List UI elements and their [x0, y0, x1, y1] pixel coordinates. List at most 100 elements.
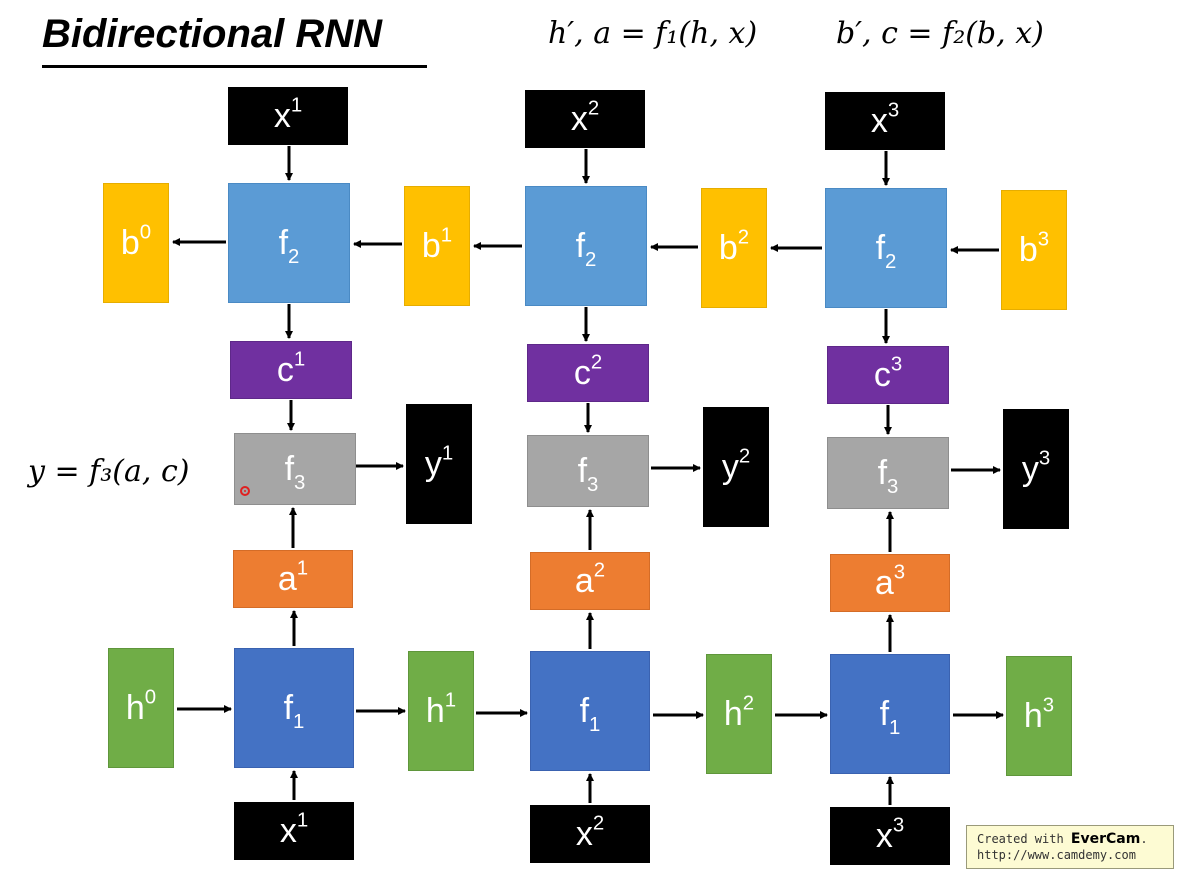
top-input-x3: x3 [825, 92, 945, 150]
f3-node-3: f3 [827, 437, 949, 509]
mouse-cursor-indicator [240, 486, 250, 496]
h-state-3-sup: 3 [1042, 694, 1055, 717]
f2-node-3-base: f [875, 229, 886, 267]
y-output-3-base: y [1021, 450, 1039, 488]
y-output-1-base: y [424, 445, 442, 483]
a-output-2: a2 [530, 552, 650, 610]
h-state-2-sup: 2 [742, 692, 755, 715]
f1-node-2-sub: 1 [589, 714, 601, 737]
a-output-3-sup: 3 [893, 561, 906, 584]
top-input-x2-sup: 2 [587, 97, 600, 120]
bottom-input-x1-sup: 1 [296, 809, 309, 832]
b-state-2: b2 [701, 188, 767, 308]
f2-node-2-sub: 2 [585, 249, 597, 272]
f1-node-3-sub: 1 [889, 717, 901, 740]
top-input-x2: x2 [525, 90, 645, 148]
top-input-x3-sup: 3 [887, 99, 900, 122]
formula-output: y = f₃(a, c) [28, 454, 190, 489]
h-state-3: h3 [1006, 656, 1072, 776]
y-output-2: y2 [703, 407, 769, 527]
f3-node-1-sub: 3 [294, 472, 306, 495]
b-state-3: b3 [1001, 190, 1067, 310]
b-state-2-base: b [718, 229, 738, 267]
c-output-3-base: c [873, 356, 891, 394]
h-state-1-sup: 1 [444, 689, 457, 712]
b-state-1-sup: 1 [440, 224, 453, 247]
top-input-x3-base: x [870, 102, 888, 140]
title-underline [42, 65, 427, 68]
y-output-1-sup: 1 [441, 442, 454, 465]
f3-node-1: f3 [234, 433, 356, 505]
c-output-1: c1 [230, 341, 352, 399]
watermark-prefix: Created with [977, 832, 1071, 846]
y-output-1: y1 [406, 404, 472, 524]
f2-node-2-base: f [575, 227, 586, 265]
y-output-3-sup: 3 [1038, 447, 1051, 470]
watermark-suffix: . [1140, 832, 1148, 846]
b-state-0-base: b [120, 224, 140, 262]
y-output-3: y3 [1003, 409, 1069, 529]
evercam-watermark: Created with EverCam. http://www.camdemy… [966, 825, 1174, 869]
f1-node-1-sub: 1 [293, 711, 305, 734]
bottom-input-x1: x1 [234, 802, 354, 860]
c-output-1-sup: 1 [293, 348, 306, 371]
c-output-2-sup: 2 [590, 351, 603, 374]
bottom-input-x2-base: x [575, 815, 593, 853]
b-state-3-base: b [1018, 231, 1038, 269]
h-state-1-base: h [425, 692, 445, 730]
b-state-0-sup: 0 [139, 221, 152, 244]
f3-node-1-base: f [284, 450, 295, 488]
top-input-x1-sup: 1 [290, 94, 303, 117]
b-state-2-sup: 2 [737, 226, 750, 249]
f2-node-1: f2 [228, 183, 350, 303]
a-output-2-sup: 2 [593, 559, 606, 582]
h-state-0: h0 [108, 648, 174, 768]
f3-node-2: f3 [527, 435, 649, 507]
b-state-3-sup: 3 [1037, 228, 1050, 251]
b-state-0: b0 [103, 183, 169, 303]
bottom-input-x1-base: x [279, 812, 297, 850]
f2-node-3-sub: 2 [885, 251, 897, 274]
c-output-2: c2 [527, 344, 649, 402]
f3-node-3-sub: 3 [887, 476, 899, 499]
a-output-3-base: a [874, 564, 894, 602]
watermark-line1: Created with EverCam. [977, 831, 1173, 847]
bottom-input-x2: x2 [530, 805, 650, 863]
a-output-1-base: a [277, 560, 297, 598]
h-state-3-base: h [1023, 697, 1043, 735]
f1-node-1: f1 [234, 648, 354, 768]
a-output-2-base: a [574, 562, 594, 600]
formula-backward: b′, c = f₂(b, x) [836, 16, 1044, 51]
f2-node-1-sub: 2 [288, 246, 300, 269]
a-output-3: a3 [830, 554, 950, 612]
c-output-3-sup: 3 [890, 353, 903, 376]
f2-node-3: f2 [825, 188, 947, 308]
h-state-1: h1 [408, 651, 474, 771]
a-output-1: a1 [233, 550, 353, 608]
bottom-input-x2-sup: 2 [592, 812, 605, 835]
f1-node-2-base: f [579, 692, 590, 730]
f3-node-2-sub: 3 [587, 474, 599, 497]
top-input-x1-base: x [273, 97, 291, 135]
y-output-2-base: y [721, 448, 739, 486]
c-output-1-base: c [276, 351, 294, 389]
h-state-2-base: h [723, 695, 743, 733]
f1-node-3-base: f [879, 695, 890, 733]
f1-node-2: f1 [530, 651, 650, 771]
bottom-input-x3-sup: 3 [892, 814, 905, 837]
f1-node-3: f1 [830, 654, 950, 774]
f2-node-1-base: f [278, 224, 289, 262]
b-state-1: b1 [404, 186, 470, 306]
h-state-2: h2 [706, 654, 772, 774]
h-state-0-sup: 0 [144, 686, 157, 709]
f1-node-1-base: f [283, 689, 294, 727]
formula-forward: h′, a = f₁(h, x) [548, 16, 758, 51]
y-output-2-sup: 2 [738, 445, 751, 468]
top-input-x2-base: x [570, 100, 588, 138]
watermark-brand: EverCam [1070, 831, 1141, 847]
bottom-input-x3-base: x [875, 817, 893, 855]
f3-node-2-base: f [577, 452, 588, 490]
bottom-input-x3: x3 [830, 807, 950, 865]
c-output-3: c3 [827, 346, 949, 404]
